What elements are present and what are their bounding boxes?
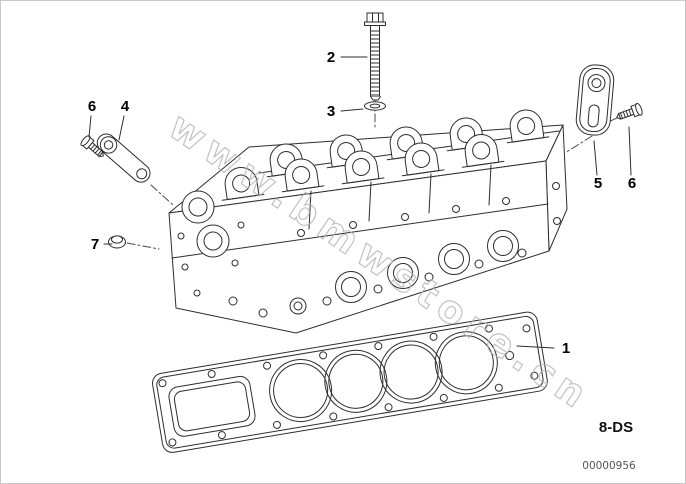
- washer: [364, 101, 386, 111]
- head-bolt: [364, 12, 386, 101]
- diagram-linework: [78, 12, 644, 453]
- cylinder-head: [168, 106, 568, 334]
- callout-labels: 1 2 3 4 5 6 6 7: [88, 49, 636, 357]
- lifting-bracket-left: [96, 133, 151, 183]
- callout-label-2[interactable]: 2: [327, 49, 335, 66]
- head-gasket: [152, 311, 548, 453]
- document-number: 00000956: [582, 460, 636, 472]
- callout-label-6-left[interactable]: 6: [88, 98, 96, 115]
- drawing-code: 8-DS: [599, 419, 633, 436]
- sealing-plug: [108, 235, 126, 249]
- callout-label-6-right[interactable]: 6: [628, 175, 636, 192]
- callout-label-1[interactable]: 1: [562, 340, 570, 357]
- screw-right: [614, 102, 644, 124]
- callout-label-7[interactable]: 7: [91, 236, 99, 253]
- callout-label-3[interactable]: 3: [327, 103, 335, 120]
- callout-label-4[interactable]: 4: [121, 98, 130, 115]
- callout-label-5[interactable]: 5: [594, 175, 602, 192]
- callout-leaders: [88, 56, 632, 349]
- lifting-bracket-right: [575, 64, 615, 136]
